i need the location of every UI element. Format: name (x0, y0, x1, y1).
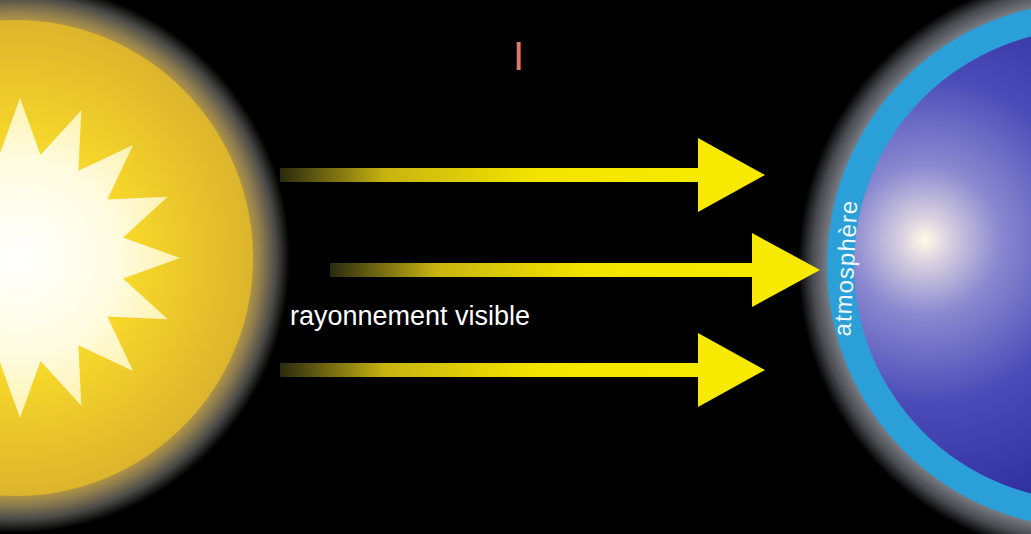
atmosphere-ring (827, 2, 1031, 528)
earth-glow (798, 0, 1031, 534)
callout-number: I (513, 34, 524, 78)
radiation-arrow (330, 233, 820, 307)
sun-star (0, 98, 180, 418)
sun-disc (0, 20, 253, 496)
radiation-arrow (280, 333, 765, 407)
radiation-arrow (280, 138, 765, 212)
text-label: rayonnement visible (290, 302, 530, 332)
earth-disc (854, 29, 1031, 501)
sun-glow (0, 0, 290, 533)
